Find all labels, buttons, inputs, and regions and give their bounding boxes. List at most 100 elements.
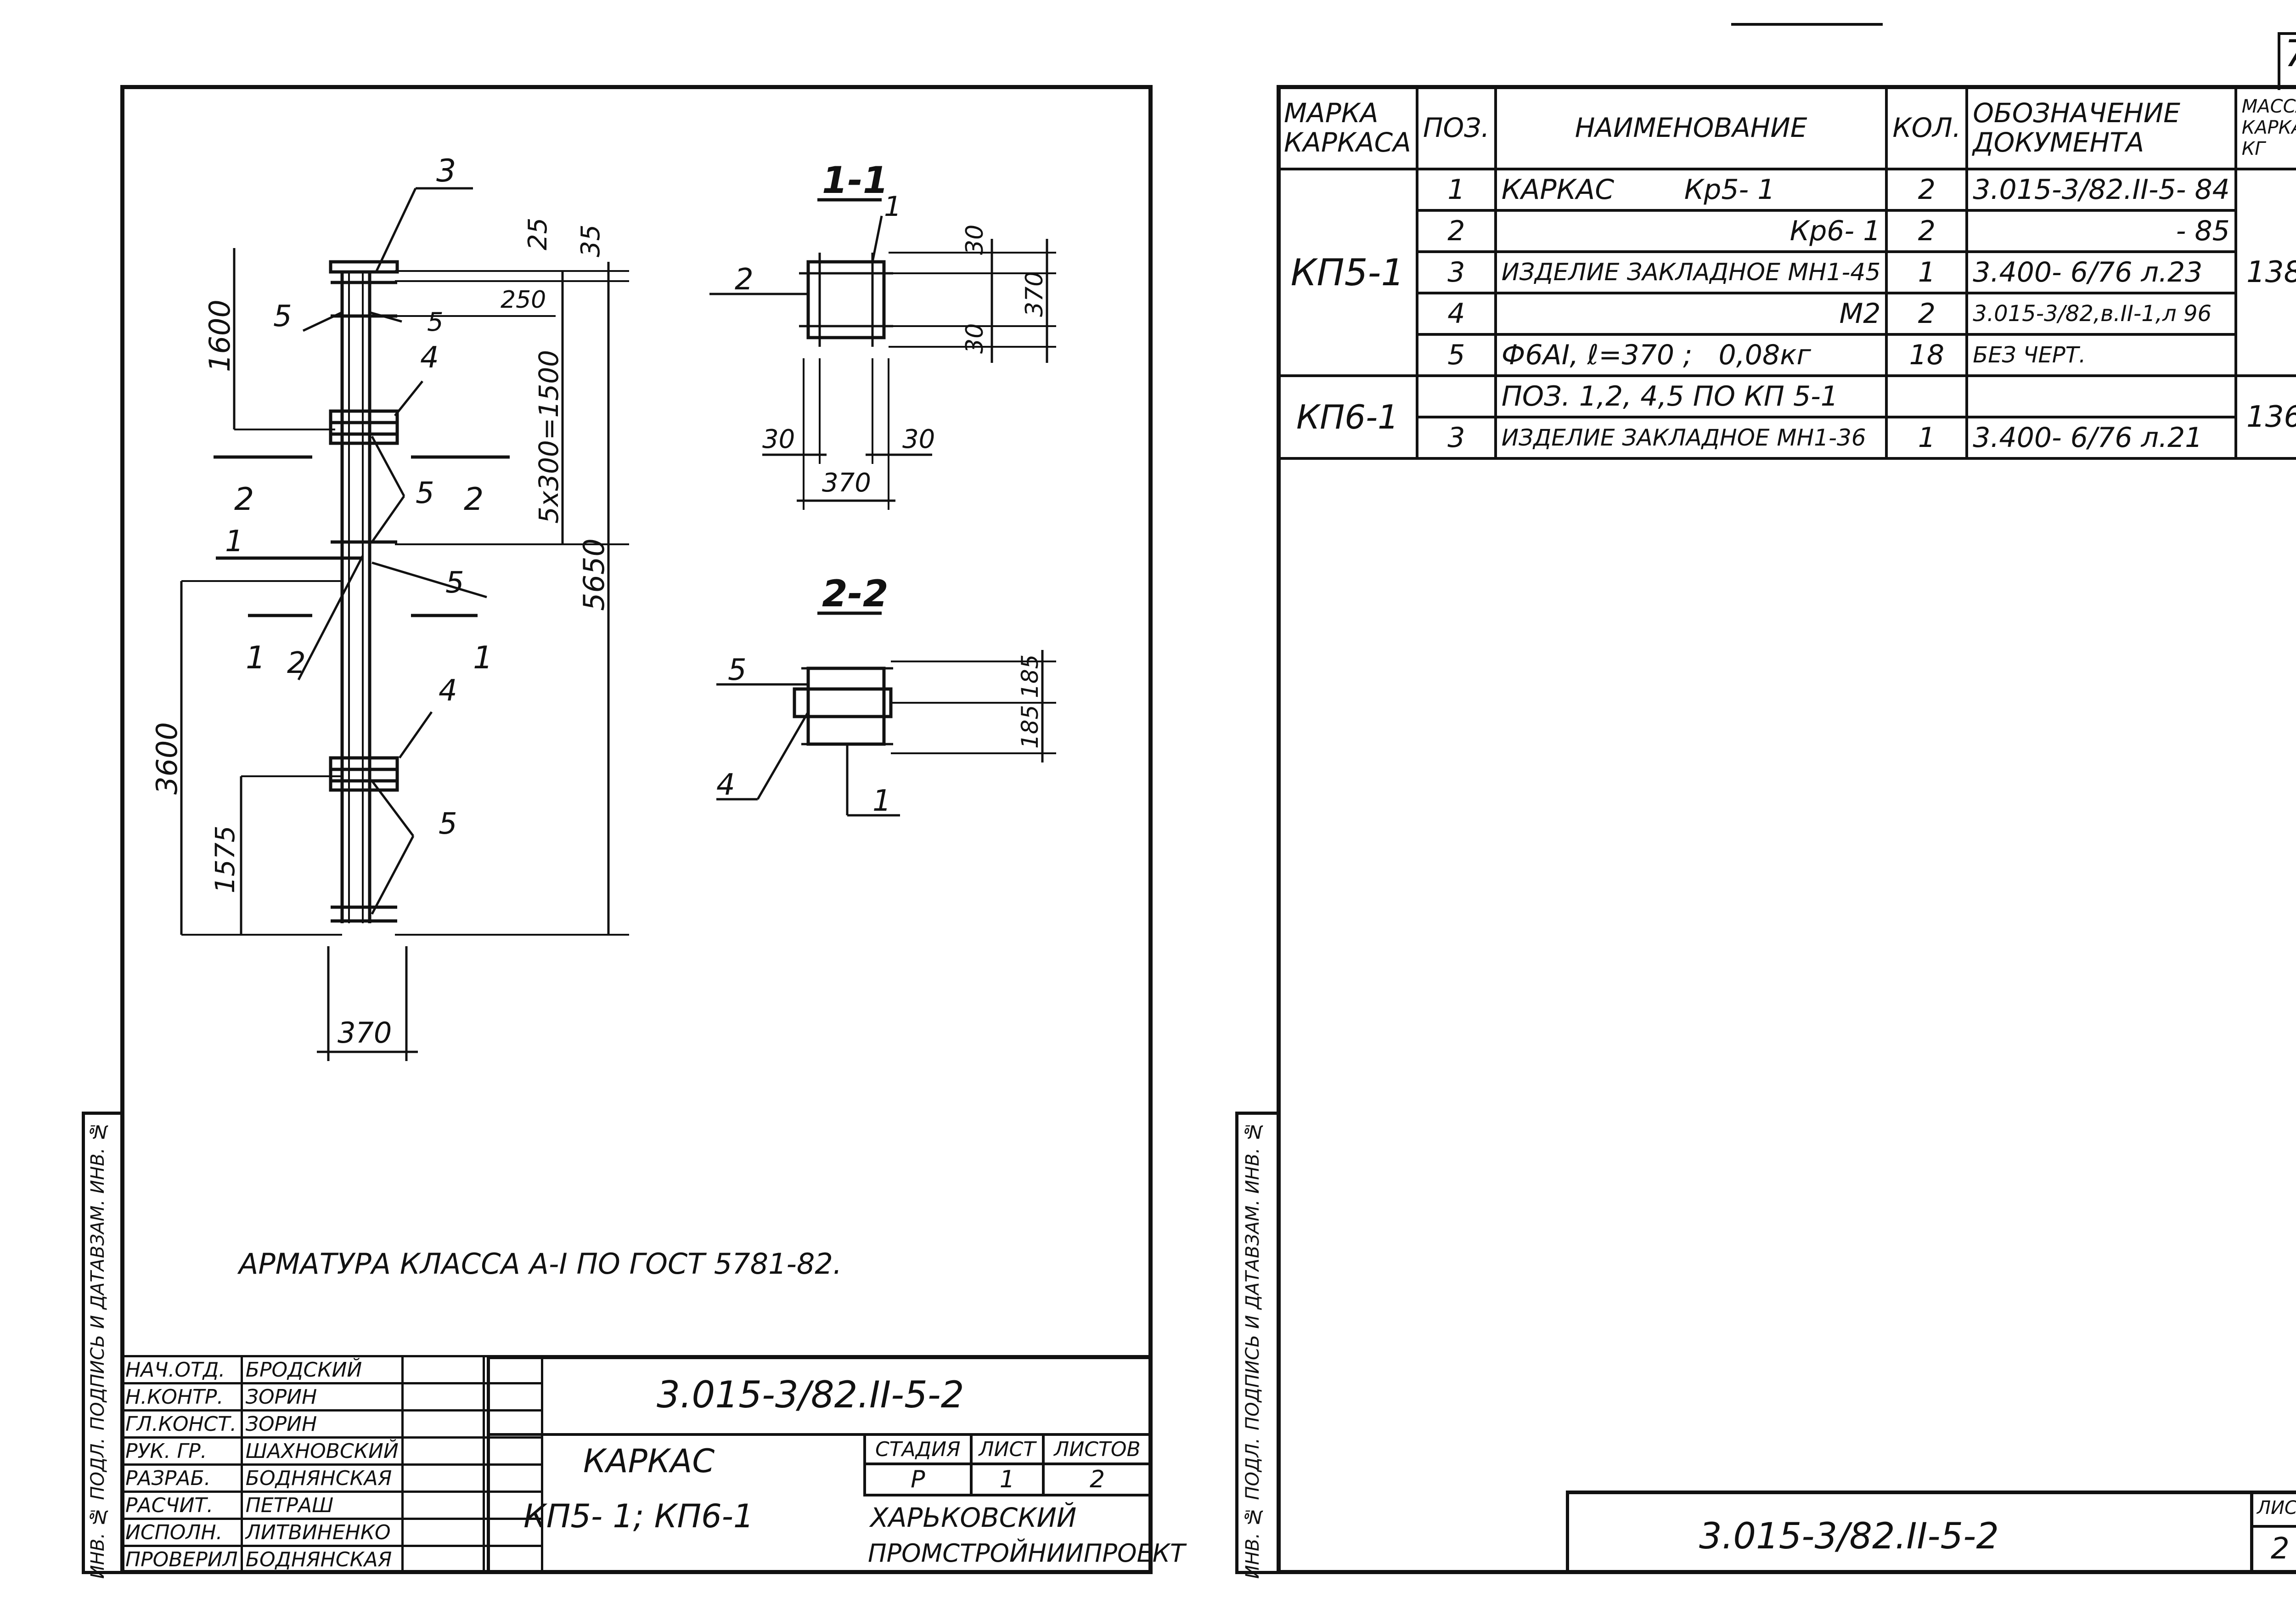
table-cell-pos: 3 [1415,250,1497,294]
right-side-label-sign: ПОДПИСЬ И ДАТА [1242,1259,1263,1430]
table-cell-name: ПОЗ. 1,2, 4,5 ПО КП 5-1 [1494,374,1888,418]
cut-1-right: 1 [473,640,493,676]
signature-table: НАЧ.ОТД.БРОДСКИЙ Н.КОНТР.ЗОРИН ГЛ.КОНСТ.… [120,1355,543,1574]
cut-2-left: 2 [234,481,254,518]
sig-date [482,1491,543,1520]
table-cell-qty: 2 [1885,292,1969,336]
column-elevation [180,187,629,1061]
table-cell-qty: 18 [1885,333,1969,377]
sig-cell [401,1491,485,1520]
table-cell-pos [1415,374,1497,418]
sec1-dim-30a: 30 [961,225,989,255]
page-number: 7 [2285,32,2296,75]
sig-role: НАЧ.ОТД. [120,1355,243,1384]
sig-cell [401,1409,485,1439]
sig-role: ГЛ.КОНСТ. [120,1409,243,1439]
right-stamp-sheet-box [2250,1491,2296,1574]
callout-2: 2 [287,646,306,680]
table-cell-name: ИЗДЕЛИЕ ЗАКЛАДНОЕ МН1-45 [1494,250,1888,294]
table-cell-name: Ф6АI, ℓ=370 ; 0,08кг [1494,333,1888,377]
sig-name: ЗОРИН [240,1409,404,1439]
table-cell-pos: 3 [1415,416,1497,460]
cut-1-left: 1 [246,640,265,676]
mark-kp6: КП6-1 [1277,374,1418,460]
callout-5c: 5 [416,476,434,510]
table-cell-pos: 2 [1415,209,1497,253]
sig-cell [401,1518,485,1547]
cut-2-right: 2 [464,481,484,518]
org-line-1: ХАРЬКОВСКИЙ [870,1502,1077,1533]
sec1-dim-30c: 30 [762,424,795,454]
sig-cell [401,1436,485,1466]
right-stamp-code: 3.015-3/82.II-5-2 [1699,1516,1999,1557]
hdr-qty: КОЛ. [1885,85,1969,170]
dim-35: 35 [576,225,606,257]
sig-date [482,1518,543,1547]
sig-role: РУК. ГР. [120,1436,243,1466]
section-1-1-title: 1-1 [822,159,889,202]
doc-code-left: 3.015-3/82.II-5-2 [657,1373,964,1416]
sec1-dim-30d: 30 [902,424,935,454]
hdr-mark: МАРКА КАРКАСА [1277,85,1418,170]
sig-name: ЗОРИН [240,1382,404,1412]
sec1-callout-1: 1 [884,191,901,223]
title-block-box [487,1355,1153,1574]
table-cell-doc: 3.400- 6/76 л.23 [1965,250,2237,294]
table-cell-doc: БЕЗ ЧЕРТ. [1965,333,2237,377]
right-stamp [1566,1491,2296,1574]
org-line-2: ПРОМСТРОЙНИИПРОЕКТ [868,1539,1185,1568]
hdr-name: НАИМЕНОВАНИЕ [1494,85,1888,170]
table-cell-name: Кр6- 1 [1494,209,1888,253]
table-cell-qty: 2 [1885,168,1969,212]
sig-name: ШАХНОВСКИЙ [240,1436,404,1466]
title-code-sep [487,1433,1153,1436]
sig-date [482,1382,543,1412]
right-stamp-sheet-value: 2 [2271,1532,2290,1566]
table-cell-pos: 5 [1415,333,1497,377]
rebar-note: АРМАТУРА КЛАССА А-I ПО ГОСТ 5781-82. [239,1247,842,1281]
sig-role: Н.КОНТР. [120,1382,243,1412]
mass-kp5: 138,4 [2234,168,2296,377]
sig-role: РАЗРАБ. [120,1463,243,1493]
object-name-2: КП5- 1; КП6-1 [523,1497,754,1535]
table-cell-doc: 3.400- 6/76 л.21 [1965,416,2237,460]
specification-table: МАРКА КАРКАСА ПОЗ. НАИМЕНОВАНИЕ КОЛ. ОБО… [1277,85,2296,460]
sig-name: БРОДСКИЙ [240,1355,404,1384]
sig-role: ИСПОЛН. [120,1518,243,1547]
table-cell-qty [1885,374,1969,418]
sec1-dim-370b: 370 [822,468,871,498]
top-rule [1731,23,1883,26]
callout-4a: 4 [420,341,439,375]
section-2-2 [716,611,1056,817]
table-cell-doc: 3.015-3/82,в.II-1,л 96 [1965,292,2237,336]
object-name-1: КАРКАС [583,1442,715,1480]
dim-1600: 1600 [203,299,236,372]
table-cell-name: ИЗДЕЛИЕ ЗАКЛАДНОЕ МН1-36 [1494,416,1888,460]
sheets-label: ЛИСТОВ [1042,1433,1153,1465]
table-cell-doc: 3.015-3/82.II-5- 84 [1965,168,2237,212]
callout-5e: 5 [439,807,457,841]
sheets-value: 2 [1042,1462,1153,1496]
sig-name: БОДНЯНСКАЯ [240,1545,404,1574]
dim-25: 25 [523,218,553,250]
table-cell-qty: 2 [1885,209,1969,253]
sec1-dim-370: 370 [1021,271,1048,317]
sec1-dim-30b: 30 [961,323,989,354]
section-1-1 [709,198,1056,510]
sec1-callout-2: 2 [735,263,754,297]
stage-label: СТАДИЯ [863,1433,973,1465]
table-cell-doc [1965,374,2237,418]
table-cell-name: М2 [1494,292,1888,336]
left-drawing: 25 35 250 1600 5x300=1500 5650 3600 1575… [150,153,1056,1061]
dim-370-bottom: 370 [338,1016,392,1050]
dim-1575: 1575 [209,825,241,893]
sec2-callout-5: 5 [728,653,747,687]
right-margin-strip [1235,1112,1280,1574]
sec2-callout-1: 1 [872,784,891,818]
dim-5650: 5650 [577,538,611,611]
right-side-label-vzam: ВЗАМ. ИНВ. № [1242,1121,1263,1259]
sheet-value: 1 [969,1462,1045,1496]
callout-1: 1 [225,525,244,559]
sig-date [482,1463,543,1493]
left-sheet-frame [120,85,1153,1574]
